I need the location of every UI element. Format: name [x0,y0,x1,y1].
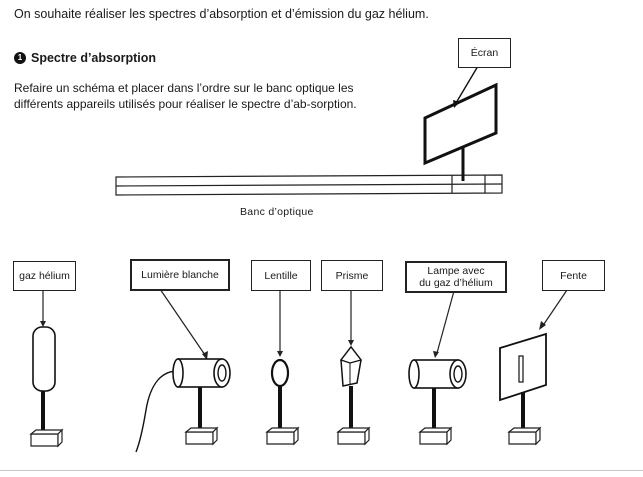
label-prisme: Prisme [321,260,383,291]
label-lentille: Lentille [251,260,311,291]
lens [265,290,300,446]
white-light-lamp [135,288,231,453]
bottom-divider [0,470,643,471]
label-lampe-line2: du gaz d’hélium [419,277,493,289]
label-ecran: Écran [458,38,511,68]
label-fente: Fente [542,260,605,291]
section-heading: 1 Spectre d’absorption [14,51,156,65]
section-title: Spectre d’absorption [31,51,157,65]
prism [336,290,371,446]
intro-text: On souhaite réaliser les spectres d’abso… [14,7,429,21]
slit [499,289,568,446]
label-banc-optique: Banc d’optique [240,206,314,218]
helium-tube [29,290,64,448]
label-lumiere-blanche: Lumière blanche [130,259,230,291]
helium-lamp [408,290,467,446]
label-gaz-helium: gaz hélium [13,261,76,291]
section-number: 1 [14,52,26,64]
optical-bench [115,174,503,196]
label-lampe-line1: Lampe avec [427,265,485,277]
screen-on-bench [423,65,498,181]
label-lampe-helium: Lampe avec du gaz d’hélium [405,261,507,293]
instruction-text: Refaire un schéma et placer dans l’ordre… [14,81,357,111]
